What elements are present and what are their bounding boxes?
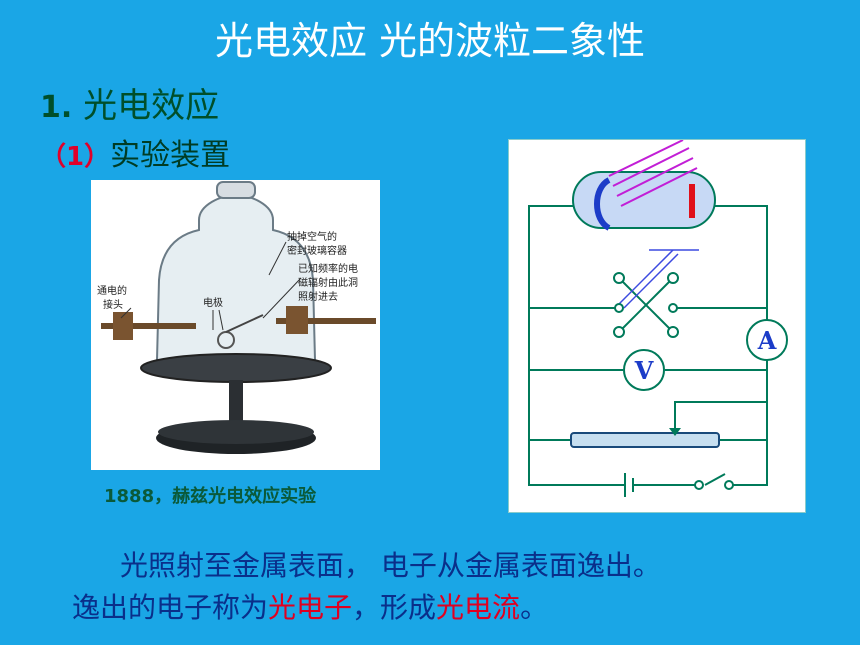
subsection-text: 实验装置 [110,138,231,173]
slide-title: 光电效应 光的波粒二象性 [214,19,646,63]
paragraph-line-2: 逸出的电子称为光电子，形成光电流。 [72,586,832,626]
ammeter-label: A [757,326,777,355]
voltmeter [623,349,665,391]
label-electrode: 电极 [203,296,223,309]
label-terminal-1: 通电的 [97,284,127,297]
subsection-number: （1） [40,142,111,172]
line2-part-a: 逸出的电子称为 [72,591,269,624]
rheostat [570,432,720,448]
section-text: 光电效应 [83,86,220,126]
paragraph-line-1: 光照射至金属表面， 电子从金属表面逸出。 [72,544,832,584]
voltmeter-label: V [634,356,654,385]
photo-caption: 1888，赫兹光电效应实验 [104,486,317,507]
label-vessel-2: 密封玻璃容器 [287,244,347,257]
term-photoelectron: 光电子 [268,591,353,624]
term-photocurrent: 光电流 [436,591,521,624]
apparatus-illustration: 抽掉空气的 密封玻璃容器 已知频率的电 磁辐射由此洞 照射进去 通电的 接头 电… [97,181,376,454]
line1-part-b: 电子从金属表面逸出。 [380,549,661,582]
hertz-apparatus-photo: 抽掉空气的 密封玻璃容器 已知频率的电 磁辐射由此洞 照射进去 通电的 接头 电… [91,180,380,470]
section-heading: 1. 光电效应 [40,78,219,127]
label-window-3: 照射进去 [298,291,338,303]
line2-part-c: 。 [520,591,549,624]
subsection-heading: （1）实验装置 [40,130,230,174]
ammeter [746,319,788,361]
label-vessel-1: 抽掉空气的 [287,230,337,243]
line1-part-a: 光照射至金属表面， [120,549,373,582]
label-window-1: 已知频率的电 [298,262,358,275]
circuit-svg: A V [528,139,788,497]
phototube [572,171,716,229]
section-number: 1. [40,90,73,125]
line2-part-b: ，形成 [352,591,437,624]
circuit-diagram: A V [508,139,806,513]
label-terminal-2: 接头 [103,298,123,311]
label-window-2: 磁辐射由此洞 [298,276,358,289]
anode-icon [689,184,695,218]
cathode-icon [594,177,611,231]
incident-light-icon [608,139,698,207]
